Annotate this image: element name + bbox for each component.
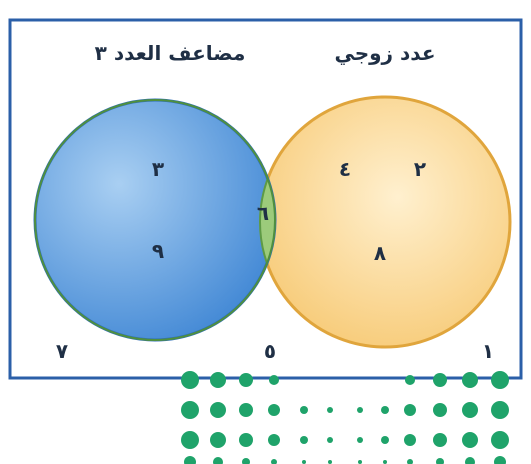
decorative-dot xyxy=(465,457,475,464)
decorative-dot xyxy=(358,460,362,464)
decorative-dot xyxy=(300,436,308,444)
decorative-dot xyxy=(357,437,363,443)
left-only-element: ٩ xyxy=(152,239,164,263)
decorative-dot xyxy=(300,406,308,414)
decorative-dot xyxy=(383,460,387,464)
decorative-dot xyxy=(242,458,250,464)
decorative-dot xyxy=(381,406,389,414)
decorative-dot xyxy=(327,437,333,443)
decorative-dot xyxy=(184,456,196,464)
multiples-of-3-circle xyxy=(35,100,275,340)
decorative-dot xyxy=(491,371,509,389)
intersection-element: ٦ xyxy=(257,201,269,225)
decorative-dot xyxy=(433,373,447,387)
decorative-dot xyxy=(210,432,226,448)
decorative-dot xyxy=(462,432,478,448)
decorative-dot-pattern xyxy=(181,371,509,464)
decorative-dot xyxy=(407,459,413,464)
outside-element: ٥ xyxy=(264,339,276,363)
decorative-dot xyxy=(404,434,416,446)
outside-element: ٧ xyxy=(56,339,68,363)
decorative-dot xyxy=(404,404,416,416)
decorative-dot xyxy=(405,375,415,385)
right-only-element: ٢ xyxy=(414,157,426,181)
decorative-dot xyxy=(269,375,279,385)
decorative-dot xyxy=(433,433,447,447)
decorative-dot xyxy=(494,456,506,464)
decorative-dot xyxy=(239,433,253,447)
decorative-dot xyxy=(239,373,253,387)
decorative-dot xyxy=(462,372,478,388)
decorative-dot xyxy=(213,457,223,464)
decorative-dot xyxy=(491,401,509,419)
decorative-dot xyxy=(327,407,333,413)
decorative-dot xyxy=(357,407,363,413)
decorative-dot xyxy=(268,404,280,416)
decorative-dot xyxy=(302,460,306,464)
decorative-dot xyxy=(268,434,280,446)
decorative-dot xyxy=(462,402,478,418)
left-set-label: مضاعف العدد ٣ xyxy=(95,41,246,65)
decorative-dot xyxy=(271,459,277,464)
decorative-dot xyxy=(239,403,253,417)
left-only-element: ٣ xyxy=(152,157,164,181)
decorative-dot xyxy=(491,431,509,449)
right-only-element: ٨ xyxy=(374,241,386,265)
outside-element: ١ xyxy=(482,339,494,363)
decorative-dot xyxy=(436,458,444,464)
decorative-dot xyxy=(210,402,226,418)
decorative-dot xyxy=(328,460,332,464)
even-number-circle xyxy=(260,97,510,347)
right-set-label: عدد زوجي xyxy=(334,41,435,66)
decorative-dot xyxy=(210,372,226,388)
decorative-dot xyxy=(381,436,389,444)
decorative-dot xyxy=(433,403,447,417)
decorative-dot xyxy=(181,431,199,449)
right-only-element: ٤ xyxy=(339,157,351,181)
decorative-dot xyxy=(181,401,199,419)
decorative-dot xyxy=(181,371,199,389)
